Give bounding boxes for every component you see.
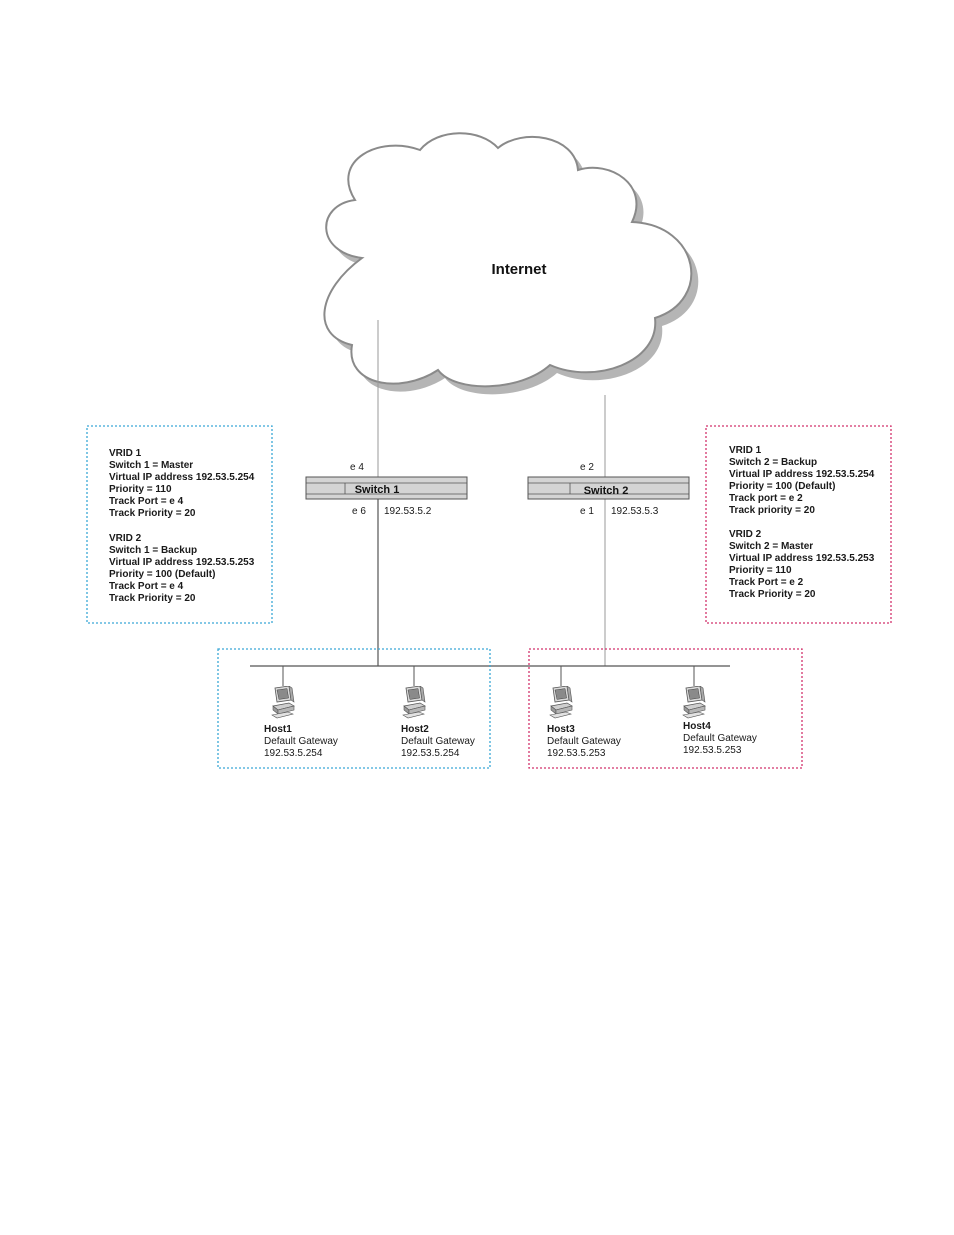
left-vrid1-priority: Priority = 110 [109, 484, 172, 495]
desktop-computer-icon [682, 686, 706, 719]
left-vrid1-track-port: Track Port = e 4 [109, 496, 184, 507]
network-switch-icon [305, 476, 468, 500]
right-vrid1-track-port: Track port = e 2 [729, 493, 803, 504]
host1-gateway-label: Default Gateway [264, 736, 338, 747]
switch1-ip: 192.53.5.2 [384, 506, 432, 517]
left-vrid2-title: VRID 2 [109, 533, 142, 544]
config-box-left: VRID 1 Switch 1 = Master Virtual IP addr… [86, 425, 273, 624]
right-vrid1-vip: Virtual IP address 192.53.5.254 [729, 469, 875, 480]
left-vrid2-track-port: Track Port = e 4 [109, 581, 184, 592]
left-vrid2-role: Switch 1 = Backup [109, 545, 197, 556]
left-vrid1-track-priority: Track Priority = 20 [109, 508, 196, 519]
cloud-icon [323, 132, 699, 395]
right-vrid1-priority: Priority = 100 (Default) [729, 481, 835, 492]
host-2[interactable]: Host2 Default Gateway 192.53.5.254 [401, 686, 475, 759]
cloud-label: Internet [491, 261, 546, 278]
host4-gateway: 192.53.5.253 [683, 745, 742, 756]
desktop-computer-icon [549, 686, 573, 719]
right-vrid1-role: Switch 2 = Backup [729, 457, 817, 468]
host-4[interactable]: Host4 Default Gateway 192.53.5.253 [682, 686, 757, 756]
host1-name: Host1 [264, 724, 292, 735]
left-vrid1-title: VRID 1 [109, 448, 142, 459]
host-group-right [528, 648, 803, 769]
host3-name: Host3 [547, 724, 575, 735]
switch2-name: Switch 2 [584, 485, 629, 497]
desktop-computer-icon [402, 686, 426, 719]
host4-gateway-label: Default Gateway [683, 733, 757, 744]
switch2-ip: 192.53.5.3 [611, 506, 659, 517]
right-vrid2-title: VRID 2 [729, 529, 762, 540]
left-vrid2-track-priority: Track Priority = 20 [109, 593, 196, 604]
right-vrid1-title: VRID 1 [729, 445, 762, 456]
left-vrid2-vip: Virtual IP address 192.53.5.253 [109, 557, 255, 568]
host2-name: Host2 [401, 724, 429, 735]
right-vrid2-vip: Virtual IP address 192.53.5.253 [729, 553, 875, 564]
right-vrid2-track-priority: Track Priority = 20 [729, 589, 816, 600]
right-vrid2-priority: Priority = 110 [729, 565, 792, 576]
internet-cloud: Internet [323, 132, 699, 395]
left-vrid2-priority: Priority = 100 (Default) [109, 569, 215, 580]
host3-gateway-label: Default Gateway [547, 736, 621, 747]
desktop-computer-icon [271, 686, 295, 719]
right-vrid1-track-priority: Track priority = 20 [729, 505, 815, 516]
host-group-left [217, 648, 491, 769]
switch2-port-top: e 2 [580, 462, 594, 473]
switch1-port-bottom: e 6 [352, 506, 366, 517]
host-3[interactable]: Host3 Default Gateway 192.53.5.253 [547, 686, 621, 759]
host2-gateway-label: Default Gateway [401, 736, 475, 747]
switch-2: Switch 2 e 2 e 1 192.53.5.3 [527, 462, 690, 517]
switch-1: Switch 1 e 4 e 6 192.53.5.2 [305, 462, 468, 517]
host1-gateway: 192.53.5.254 [264, 748, 323, 759]
switch1-port-top: e 4 [350, 462, 364, 473]
right-vrid2-role: Switch 2 = Master [729, 541, 813, 552]
switch1-name: Switch 1 [355, 484, 400, 496]
network-switch-icon [527, 476, 690, 500]
config-box-right: VRID 1 Switch 2 = Backup Virtual IP addr… [705, 425, 892, 624]
right-vrid2-track-port: Track Port = e 2 [729, 577, 804, 588]
host2-gateway: 192.53.5.254 [401, 748, 460, 759]
host4-name: Host4 [683, 721, 711, 732]
switch2-port-bottom: e 1 [580, 506, 594, 517]
host3-gateway: 192.53.5.253 [547, 748, 606, 759]
host-1[interactable]: Host1 Default Gateway 192.53.5.254 [264, 686, 338, 759]
left-vrid1-role: Switch 1 = Master [109, 460, 193, 471]
left-vrid1-vip: Virtual IP address 192.53.5.254 [109, 472, 255, 483]
